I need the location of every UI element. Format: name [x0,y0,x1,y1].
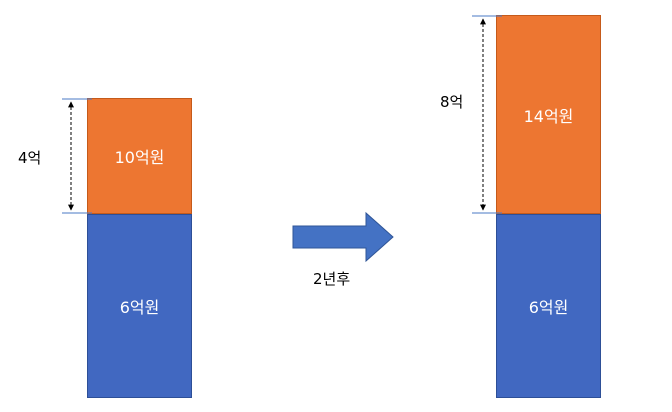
before-top-label: 10억원 [114,148,165,167]
before-top-block: 10억원 [87,98,192,214]
before-gap-label: 4억 [18,149,42,167]
after-top-block: 14억원 [496,15,601,214]
before-bottom-block: 6억원 [87,214,192,398]
after-gap-label: 8억 [440,93,464,111]
before-bottom-label: 6억원 [119,298,160,317]
after-top-label: 14억원 [523,106,574,126]
after-dimension-arrow [472,15,502,214]
after-bottom-label: 6억원 [528,298,569,317]
transition-label: 2년후 [313,270,351,288]
before-dimension-arrow [62,98,92,214]
right-arrow-icon [292,211,394,263]
after-bottom-block: 6억원 [496,214,601,398]
